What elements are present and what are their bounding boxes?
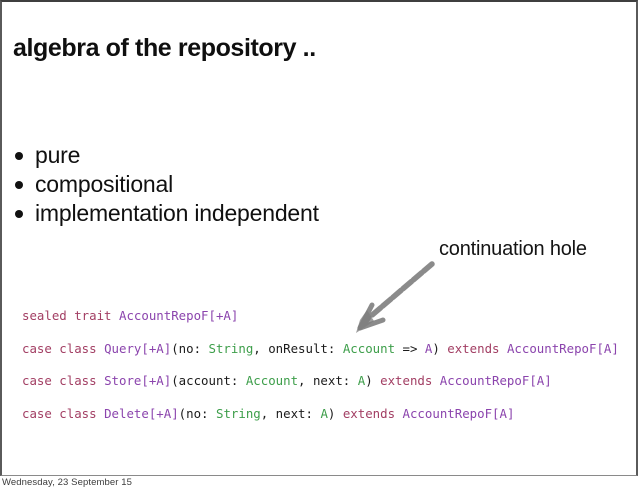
code-line: sealed trait AccountRepoF[+A]	[22, 308, 239, 323]
bullet-label: pure	[35, 142, 81, 168]
code-line: case class Query[+A](no: String, onResul…	[22, 340, 619, 356]
slide-title: algebra of the repository ..	[13, 34, 316, 62]
code-line: case class Store[+A](account: Account, n…	[22, 373, 552, 389]
hand-drawn-arrow-icon	[356, 261, 435, 333]
bullet-list: pure compositional implementation independ…	[15, 141, 319, 228]
bullet-item: compositional	[15, 170, 319, 199]
bullet-label: compositional	[35, 171, 174, 197]
annotation-label: continuation hole	[439, 238, 587, 260]
bullet-dot	[15, 152, 23, 160]
bullet-item: implementation independent	[15, 199, 319, 228]
footer-date: Wednesday, 23 September 15	[2, 477, 133, 488]
slide-frame: algebra of the repository .. pure composi…	[0, 0, 638, 476]
bullet-item: pure	[15, 141, 319, 170]
bullet-dot	[15, 181, 23, 189]
bullet-dot	[15, 210, 23, 218]
bullet-label: implementation independent	[35, 200, 319, 226]
code-line: case class Delete[+A](no: String, next: …	[22, 405, 515, 421]
code-block: sealed trait AccountRepoF[+A] case class …	[22, 300, 619, 430]
